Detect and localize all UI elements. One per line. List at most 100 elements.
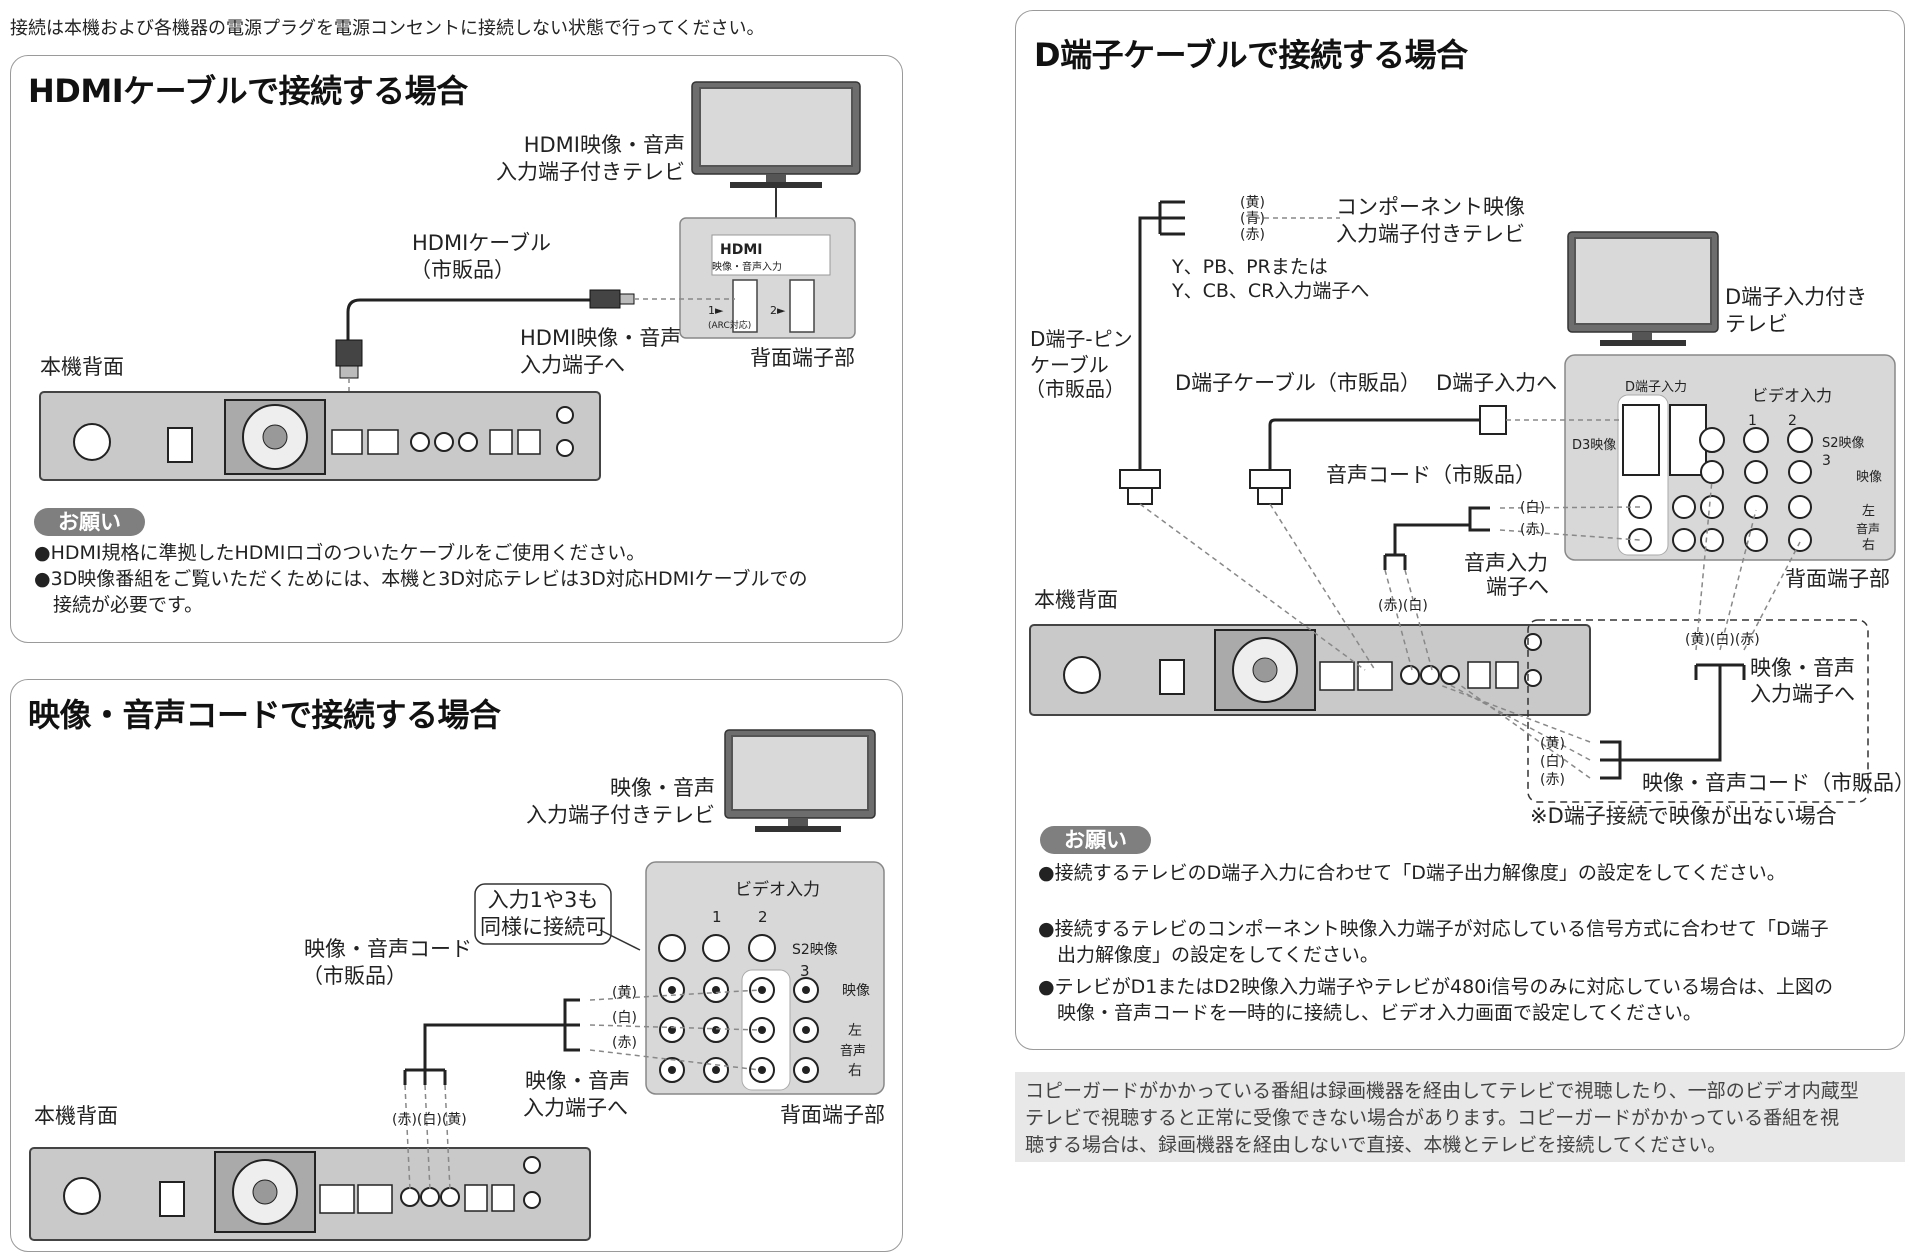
d-audio-to-1: 音声入力 <box>1464 551 1548 575</box>
d-note-2: ●接続するテレビのコンポーネント映像入力端子が対応している信号方式に合わせて「D… <box>1038 918 1829 940</box>
av-audio-label: 音声 <box>840 1044 867 1059</box>
av-diagram <box>29 729 885 1241</box>
av-tv-label-1: 映像・音声 <box>610 776 715 800</box>
d-av-to-1: 映像・音声 <box>1750 656 1855 680</box>
av-red: (赤) <box>612 1035 637 1051</box>
d-rear-panel-label: 背面端子部 <box>1785 567 1890 591</box>
d-input-to: D端子入力へ <box>1436 371 1558 395</box>
hdmi-diagram <box>39 81 861 481</box>
hdmi-to-label-2: 入力端子へ <box>520 353 625 377</box>
d-comp-label-2: 入力端子付きテレビ <box>1336 222 1525 246</box>
d-note-3: 出力解像度」の設定をしてください。 <box>1038 944 1379 966</box>
d-red: (赤) <box>1240 227 1265 243</box>
d-audio: 音声 <box>1856 522 1881 536</box>
hdmi-unit-rear-label: 本機背面 <box>40 355 124 379</box>
d-dpin-2: ケーブル <box>1030 353 1109 377</box>
av-callout-1: 入力1や3も <box>487 888 599 912</box>
hdmi-tv-label-2: 入力端子付きテレビ <box>496 160 685 184</box>
av-num-3: 3 <box>800 962 810 980</box>
tv-icon <box>1567 231 1719 346</box>
d-red-2: (赤) <box>1520 522 1545 538</box>
hdmi-note-3: 接続が必要です。 <box>34 594 204 616</box>
d-footnote: ※D端子接続で映像が出ない場合 <box>1530 804 1837 828</box>
av-rear-panel-label: 背面端子部 <box>780 1103 885 1127</box>
av-video-label: 映像 <box>842 983 870 999</box>
d-dpin-3: （市販品） <box>1025 377 1125 401</box>
d-av-to-2: 入力端子へ <box>1750 682 1855 706</box>
recorder-unit <box>1029 624 1591 716</box>
hdmi-note-1: ●HDMI規格に準拠したHDMIロゴのついたケーブルをご使用ください。 <box>34 542 646 564</box>
d-yellow: (黄) <box>1240 195 1265 211</box>
d-audio-to-2: 端子へ <box>1486 575 1549 599</box>
recorder-unit <box>29 1147 591 1241</box>
panel-port-2: 2► <box>770 304 786 317</box>
av-cable-label-2: （市販品） <box>302 964 407 988</box>
d-left: 左 <box>1862 504 1876 519</box>
d-av-red: (赤) <box>1540 772 1565 788</box>
d-input-panel-label: D端子入力 <box>1625 380 1688 395</box>
d-ywr: (黄)(白)(赤) <box>1685 632 1760 648</box>
hdmi-tv-label-1: HDMI映像・音声 <box>523 133 685 157</box>
av-to-label-1: 映像・音声 <box>525 1069 630 1093</box>
copyguard-line-2: テレビで視聴すると正常に受像できない場合があります。コピーガードがかかっている番… <box>1025 1107 1840 1129</box>
d-section-title: D端子ケーブルで接続する場合 <box>1034 36 1468 74</box>
d-ypbpr-1: Y、PB、PRまたは <box>1172 256 1328 278</box>
d-video-in: ビデオ入力 <box>1752 386 1833 405</box>
d-notice-pill: お願い <box>1040 826 1151 854</box>
av-right-label: 右 <box>848 1063 862 1079</box>
d-audio-cord: 音声コード（市販品） <box>1326 463 1536 487</box>
d-note-5: 映像・音声コードを一時的に接続し、ビデオ入力画面で設定してください。 <box>1038 1002 1702 1024</box>
d-n3: 3 <box>1822 453 1831 469</box>
d-av-cord: 映像・音声コード（市販品） <box>1642 771 1915 795</box>
d-note-1: ●接続するテレビのD端子入力に合わせて「D端子出力解像度」の設定をしてください。 <box>1038 862 1786 884</box>
d-tv-label-2: テレビ <box>1725 312 1788 336</box>
av-num-1: 1 <box>712 908 722 926</box>
hdmi-note-2: ●3D映像番組をご覧いただくためには、本機と3D対応テレビは3D対応HDMIケー… <box>34 568 808 590</box>
d-video: 映像 <box>1856 470 1883 485</box>
panel-input-label: 映像・音声入力 <box>712 262 782 273</box>
copyguard-line-3: 聴する場合は、録画機器を経由しないで直接、本機とテレビを接続してください。 <box>1025 1134 1727 1156</box>
av-yellow: (黄) <box>612 985 637 1001</box>
av-callout-2: 同様に接続可 <box>480 915 606 939</box>
d-s2: S2映像 <box>1822 436 1865 451</box>
d-n2: 2 <box>1788 413 1797 429</box>
d-right: 右 <box>1862 538 1876 553</box>
d-blue: (青) <box>1240 211 1265 227</box>
av-video-in: ビデオ入力 <box>735 880 820 900</box>
d-cable-label: D端子ケーブル（市販品） <box>1175 371 1421 395</box>
av-left-label: 左 <box>848 1023 862 1039</box>
panel-hdmi-logo: HDMI <box>720 242 763 258</box>
d-ypbpr-2: Y、CB、CR入力端子へ <box>1172 280 1370 302</box>
d-note-4: ●テレビがD1またはD2映像入力端子やテレビが480i信号のみに対応している場合… <box>1038 976 1833 998</box>
header-note: 接続は本機および各機器の電源プラグを電源コンセントに接続しない状態で行ってくださ… <box>10 18 765 39</box>
d-av-yellow: (黄) <box>1540 736 1565 752</box>
recorder-unit <box>39 391 601 481</box>
av-tv-label-2: 入力端子付きテレビ <box>526 803 715 827</box>
d-tv-label-1: D端子入力付き <box>1725 285 1868 309</box>
hdmi-cable-label-1: HDMIケーブル <box>412 231 552 255</box>
hdmi-to-label-1: HDMI映像・音声 <box>520 326 682 350</box>
d-n1: 1 <box>1748 413 1757 429</box>
av-unit-rear-label: 本機背面 <box>34 1104 118 1128</box>
panel-arc: (ARC対応) <box>708 321 752 331</box>
d-d3-label: D3映像 <box>1572 438 1617 453</box>
d-unit-rear-label: 本機背面 <box>1034 588 1118 612</box>
hdmi-notice-pill: お願い <box>34 508 145 536</box>
av-plugs: (赤)(白)(黄) <box>392 1112 467 1128</box>
hdmi-cable-label-2: （市販品） <box>410 258 515 282</box>
hdmi-cable <box>346 298 590 345</box>
d-plugs: (赤)(白) <box>1378 598 1428 614</box>
d-jack-grid <box>1628 460 1812 552</box>
hdmi-rear-panel-label: 背面端子部 <box>750 346 855 370</box>
av-jack-grid <box>659 977 819 1083</box>
av-cable <box>423 998 580 1070</box>
tv-icon <box>724 729 876 832</box>
av-s2-label: S2映像 <box>792 942 838 958</box>
av-cable-label-1: 映像・音声コード <box>304 937 472 961</box>
av-to-label-2: 入力端子へ <box>523 1096 628 1120</box>
d-dpin-1: D端子-ピン <box>1030 327 1133 351</box>
d-comp-label-1: コンポーネント映像 <box>1336 195 1525 219</box>
av-num-2: 2 <box>758 908 768 926</box>
d-av-white: (白) <box>1540 754 1565 770</box>
